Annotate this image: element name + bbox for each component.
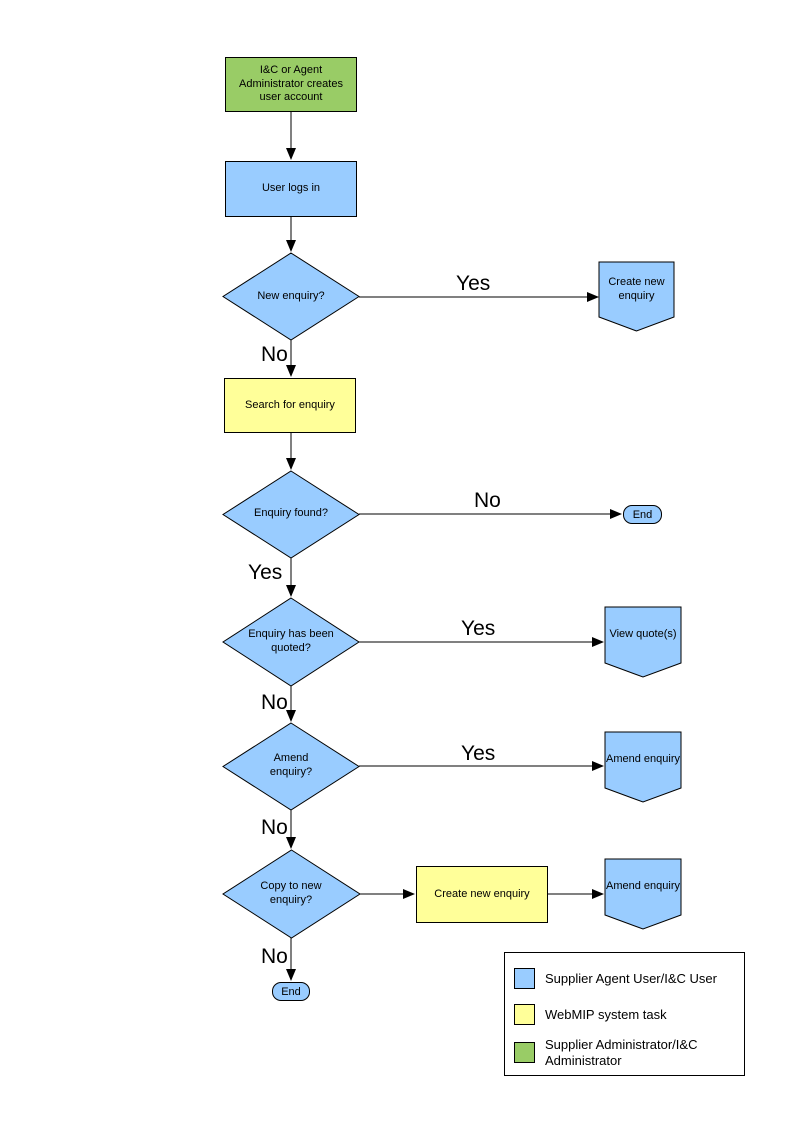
edge-label-amend-yes: Yes xyxy=(461,742,496,765)
legend-swatch-user xyxy=(514,968,535,989)
edge-label-enquiry-found-no: No xyxy=(474,489,501,512)
node-create-account: I&C or Agent Administrator creates user … xyxy=(225,57,357,112)
legend-swatch-user-rect xyxy=(514,968,535,989)
legend-item-system: WebMIP system task xyxy=(514,1004,740,1025)
decision-enquiry-found-shape xyxy=(222,470,360,559)
node-user-logs-in: User logs in xyxy=(225,161,357,217)
banner-amend-enquiry-2-shape xyxy=(604,858,682,930)
banner-amend-enquiry-1-shape xyxy=(604,731,682,803)
edge-label-new-enquiry-yes: Yes xyxy=(456,272,491,295)
legend-label-admin: Supplier Administrator/I&C Administrator xyxy=(545,1037,698,1068)
legend: Supplier Agent User/I&C User WebMIP syst… xyxy=(504,952,745,1076)
node-search-for-enquiry: Search for enquiry xyxy=(224,378,356,433)
edge-label-copy-no: No xyxy=(261,945,288,968)
decision-copy-to-new-shape xyxy=(222,849,361,939)
banner-view-quotes-shape xyxy=(604,606,682,678)
edge-label-quoted-yes: Yes xyxy=(461,617,496,640)
legend-item-user: Supplier Agent User/I&C User xyxy=(514,968,740,989)
legend-swatch-system xyxy=(514,1004,535,1025)
banner-create-new-enquiry-shape xyxy=(598,261,675,332)
decision-enquiry-quoted-shape xyxy=(222,597,360,687)
legend-swatch-admin-rect xyxy=(514,1042,535,1064)
edge-label-quoted-no: No xyxy=(261,691,288,714)
decision-new-enquiry-shape xyxy=(222,252,360,341)
edge-label-amend-no: No xyxy=(261,816,288,839)
decision-amend-enquiry-shape xyxy=(222,722,360,811)
node-create-new-enquiry-2: Create new enquiry xyxy=(416,866,548,923)
terminator-end-1: End xyxy=(623,505,662,524)
legend-swatch-admin xyxy=(514,1042,535,1064)
legend-item-admin: Supplier Administrator/I&C Administrator xyxy=(514,1037,740,1068)
edge-label-enquiry-found-yes: Yes xyxy=(248,561,283,584)
terminator-end-2: End xyxy=(272,982,310,1001)
legend-label-system: WebMIP system task xyxy=(545,1006,667,1022)
edge-label-new-enquiry-no: No xyxy=(261,343,288,366)
legend-swatch-system-rect xyxy=(514,1004,535,1025)
legend-label-user: Supplier Agent User/I&C User xyxy=(545,970,717,986)
